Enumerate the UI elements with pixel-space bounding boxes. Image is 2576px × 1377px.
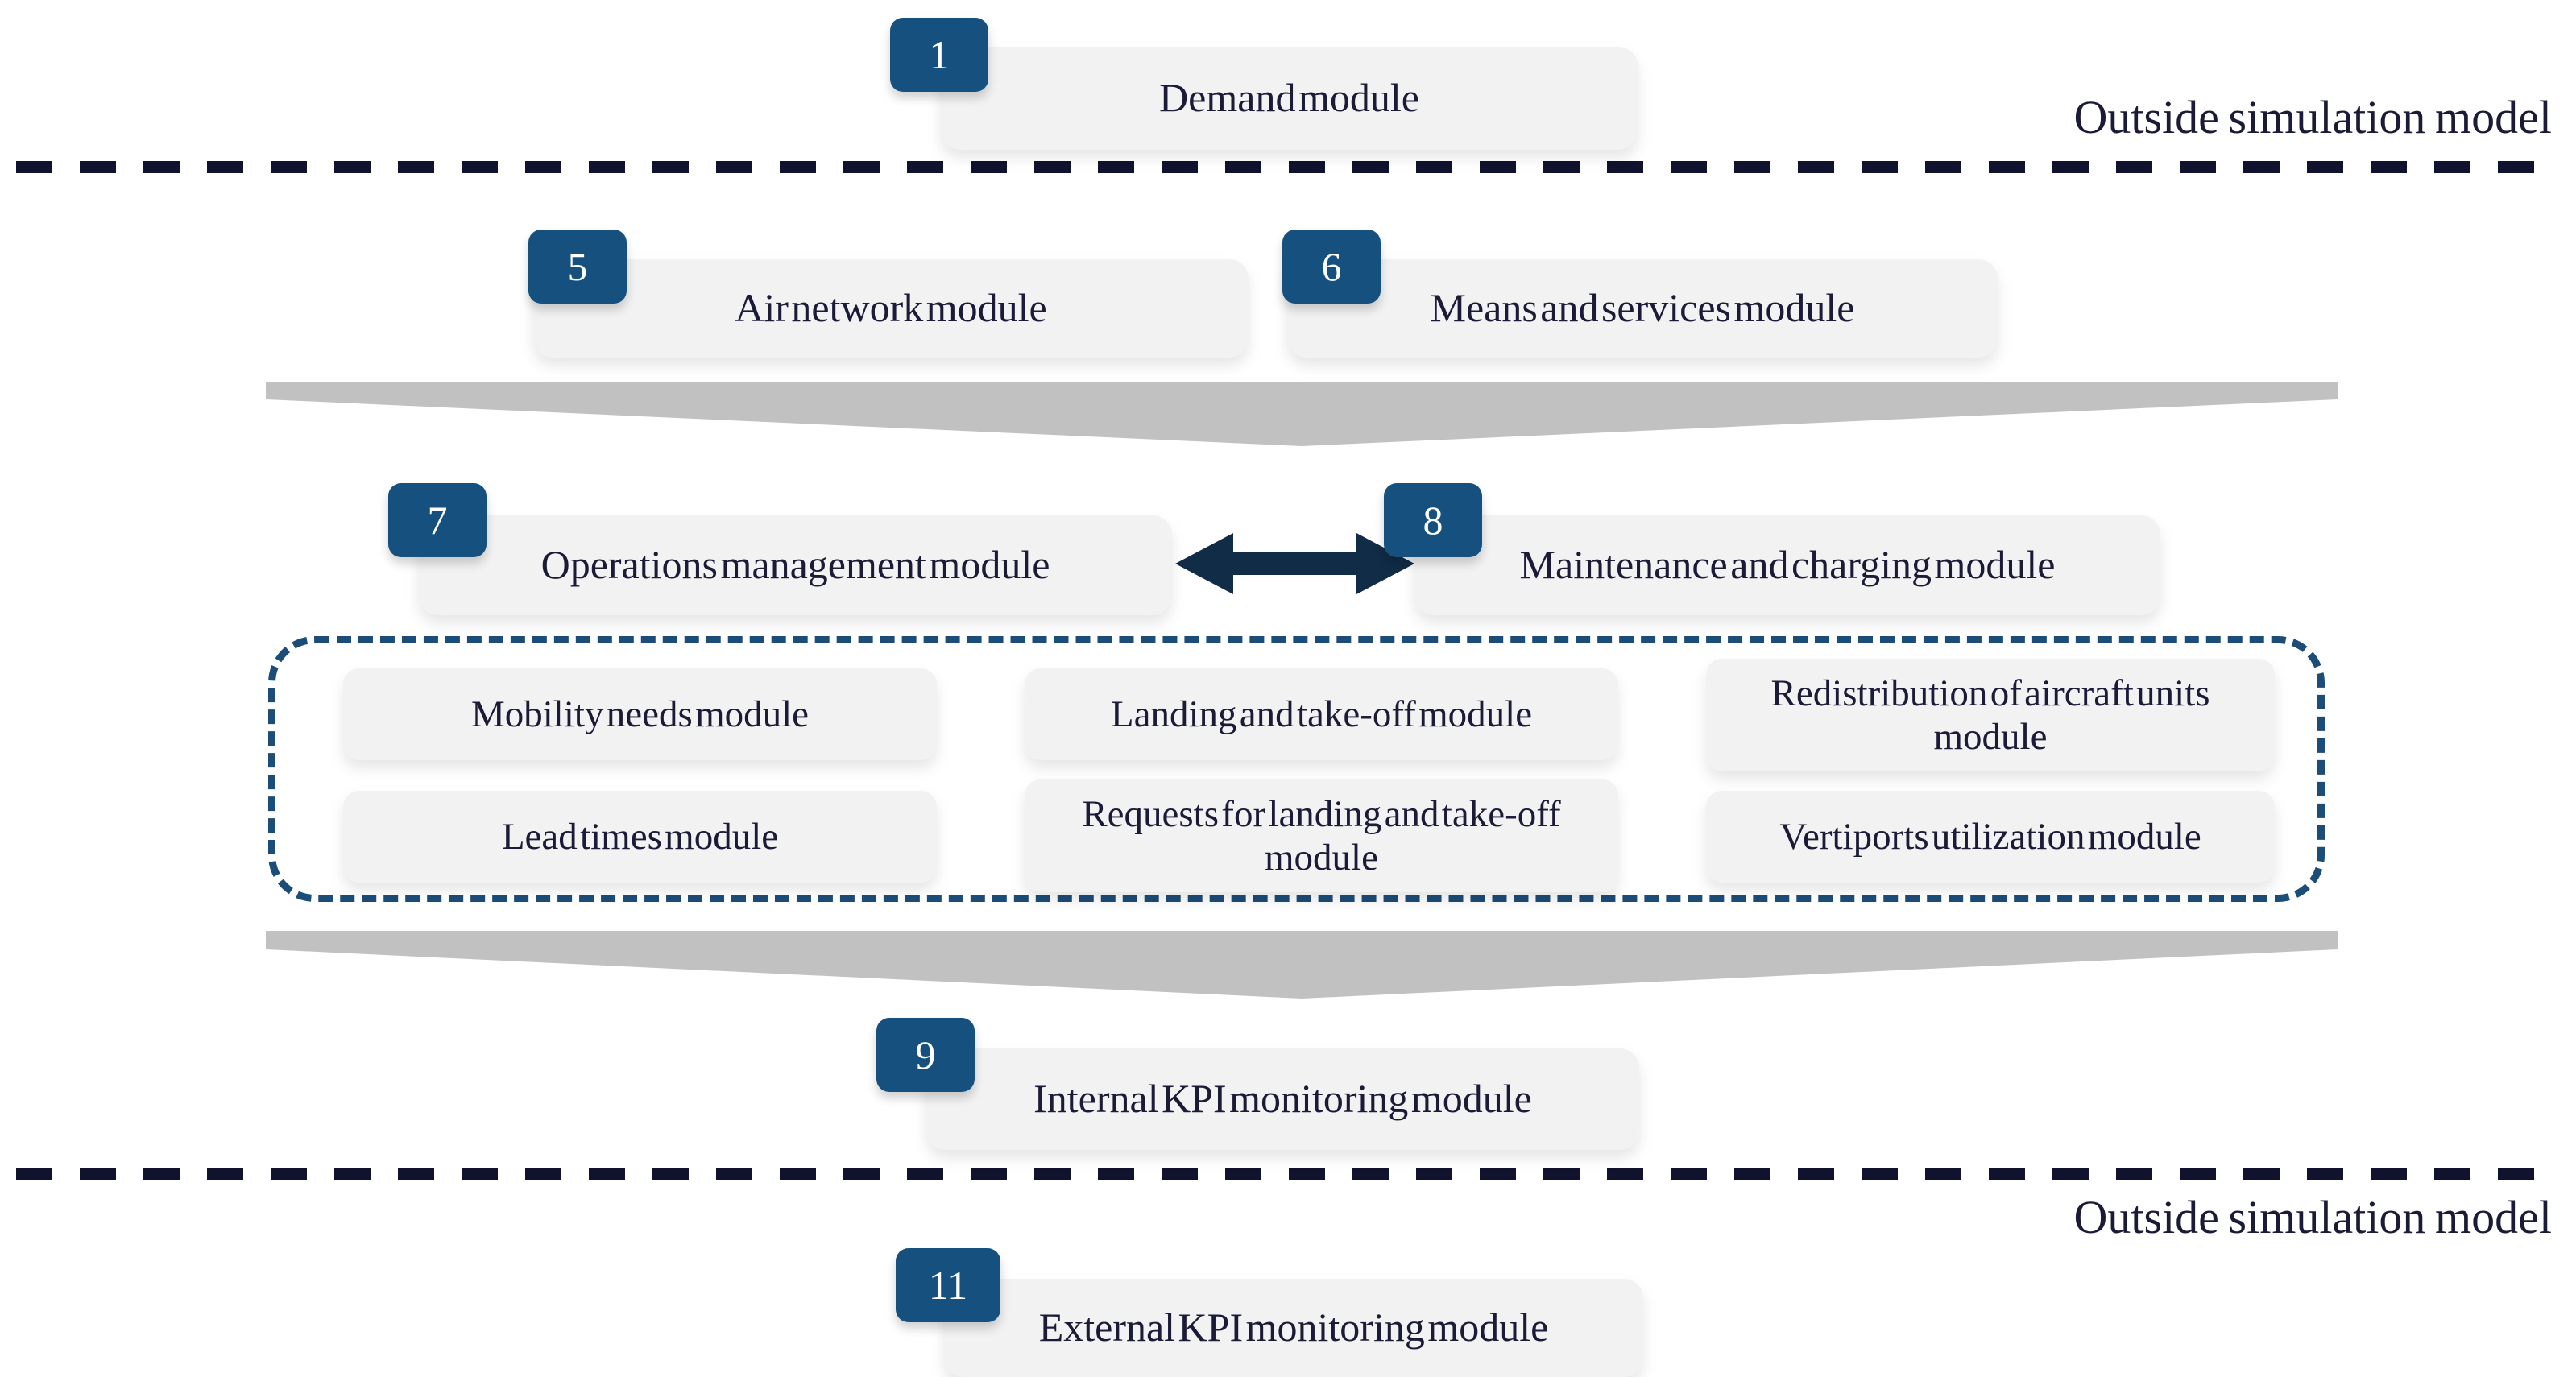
module-number-badge-demand: 1 [890,18,988,92]
module-number-badge-means-services: 6 [1282,229,1381,304]
down-chevron-icon [266,931,2338,999]
boundary-dashed-line-bottom [16,1168,2558,1180]
module-box-maintenance: Maintenance and charging module [1414,515,2160,615]
sub-module-box-landing-takeoff: Landing and take-off module [1025,668,1618,760]
boundary-dashed-line-top [16,161,2558,173]
module-box-external-kpi: External KPI monitoring module [944,1279,1643,1377]
module-number-badge-operations: 7 [388,483,487,557]
sub-module-box-vertiports-utilization: Vertiports utilization module [1706,791,2275,883]
sub-module-box-requests-landing-takeoff: Requests for landing and take-off module [1025,779,1618,892]
module-box-demand: Demand module [941,47,1638,150]
module-number-badge-external-kpi: 11 [896,1248,1000,1322]
module-number-badge-internal-kpi: 9 [876,1018,975,1092]
sub-modules-group-border [268,636,2325,902]
sub-module-box-lead-times: Lead times module [343,791,937,883]
outside-simulation-label-top: Outside simulation model [2073,91,2553,143]
outside-simulation-label-bottom: Outside simulation model [2073,1191,2553,1243]
module-number-badge-maintenance: 8 [1384,483,1482,557]
module-number-badge-air-network: 5 [528,229,627,304]
module-box-means-services: Means and services module [1287,259,1998,358]
module-box-operations: Operations management module [419,515,1172,615]
sub-module-box-mobility-needs: Mobility needs module [343,668,937,760]
double-arrow-icon [1175,533,1414,594]
down-chevron-icon [266,382,2338,446]
sub-module-box-redistribution-aircraft: Redistribution of aircraft units module [1706,659,2275,771]
module-box-internal-kpi: Internal KPI monitoring module [926,1048,1639,1150]
module-box-air-network: Air network module [533,259,1249,358]
